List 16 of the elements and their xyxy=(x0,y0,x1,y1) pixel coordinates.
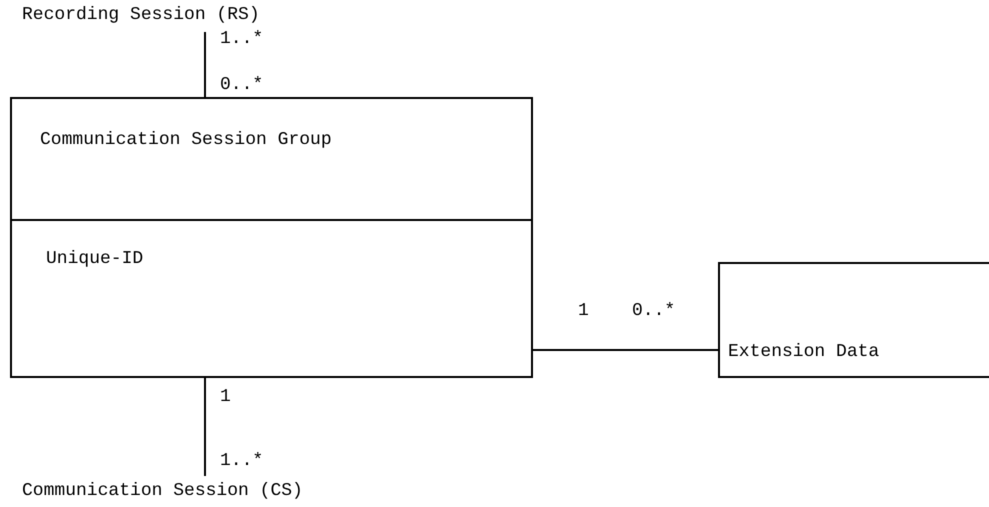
multiplicity-label: 1..* xyxy=(220,28,264,50)
entity-label: Recording Session (RS) xyxy=(22,4,260,26)
class-box xyxy=(718,262,989,378)
multiplicity-label: 0..* xyxy=(632,300,676,322)
class-name: Extension Data xyxy=(728,342,880,362)
attribute-text: Unique-ID xyxy=(46,249,144,269)
entity-label: Communication Session (CS) xyxy=(22,480,303,502)
association-line xyxy=(204,378,206,476)
multiplicity-label: 1 xyxy=(578,300,589,322)
association-line xyxy=(533,349,718,351)
multiplicity-label: 1 xyxy=(220,386,231,408)
association-line xyxy=(204,32,206,97)
class-box xyxy=(10,97,533,378)
multiplicity-label: 0..* xyxy=(220,74,264,96)
class-name: Communication Session Group xyxy=(40,129,333,152)
multiplicity-label: 1..* xyxy=(220,450,264,472)
